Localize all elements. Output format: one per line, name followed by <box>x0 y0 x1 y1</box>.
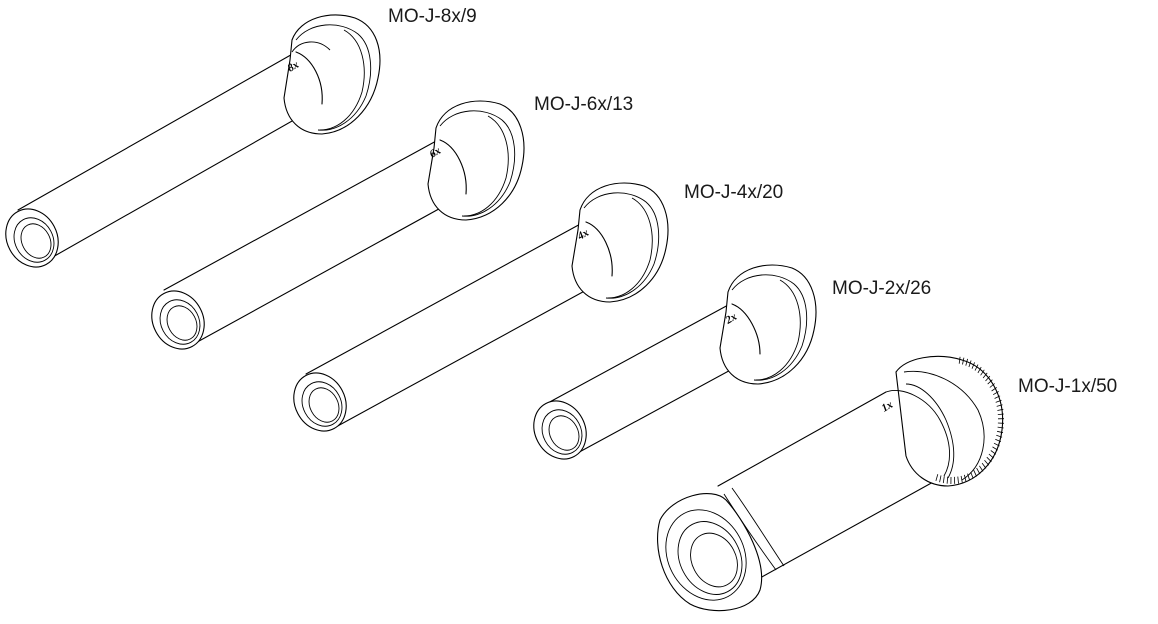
eyepiece-2x: 2x MO-J-2x/26 <box>524 265 931 468</box>
eyepiece-label: MO-J-4x/20 <box>684 182 783 203</box>
eyepiece-label: MO-J-6x/13 <box>534 94 633 115</box>
eyepiece-8x: 8x MO-J-8x/9 <box>0 6 477 276</box>
eyepiece-label: MO-J-8x/9 <box>388 6 477 27</box>
magnification-engraving: 1x <box>880 398 896 414</box>
eyepiece-label: MO-J-2x/26 <box>832 278 931 299</box>
eyepiece-1x: 1x MO-J-1x/50 <box>650 356 1117 614</box>
eyepiece-label: MO-J-1x/50 <box>1018 376 1117 397</box>
eyepiece-6x: 6x MO-J-6x/13 <box>142 94 633 358</box>
eyepiece-4x: 4x MO-J-4x/20 <box>284 182 783 440</box>
